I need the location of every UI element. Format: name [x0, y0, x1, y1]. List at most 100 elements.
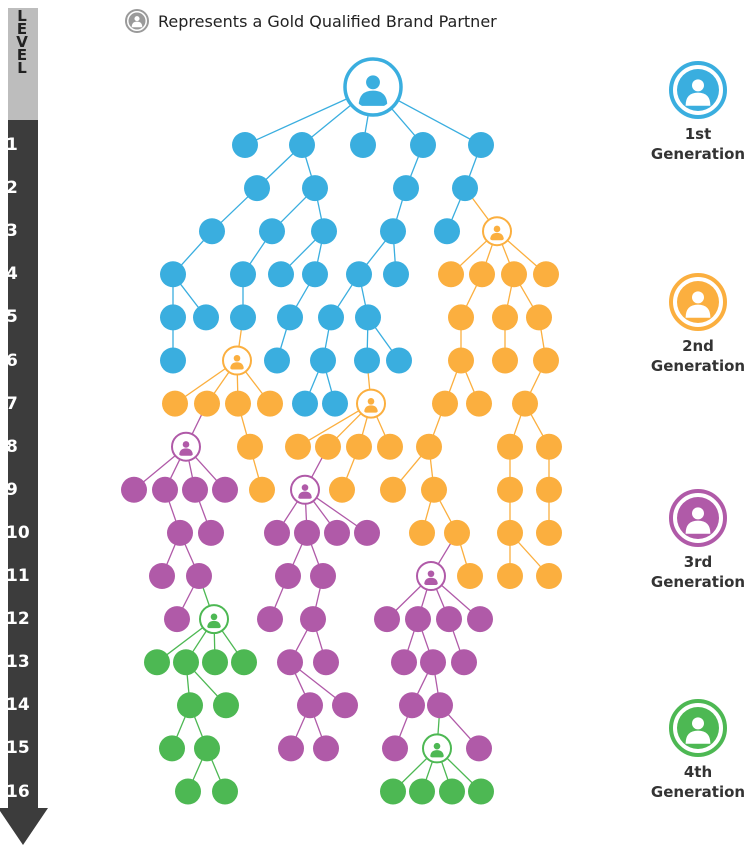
level-number: 6	[6, 350, 18, 371]
partner-node	[354, 519, 380, 546]
person-icon	[125, 9, 149, 33]
partner-node	[167, 519, 193, 546]
partner-node	[232, 132, 258, 158]
partner-node	[533, 261, 559, 288]
level-header-letter: E	[16, 46, 28, 64]
partner-node	[324, 519, 350, 546]
partner-node	[452, 175, 478, 202]
level-number: 14	[6, 695, 30, 716]
qualified-partner-node	[199, 604, 229, 635]
partner-node	[354, 347, 380, 374]
partner-node	[497, 433, 523, 460]
level-number: 4	[6, 264, 18, 285]
partner-node	[329, 476, 355, 503]
partner-node	[160, 261, 186, 288]
partner-node	[427, 692, 453, 719]
partner-node	[448, 304, 474, 331]
person-icon	[364, 398, 378, 413]
qualified-partner-node	[171, 431, 201, 462]
partner-node	[277, 304, 303, 331]
partner-node	[512, 390, 538, 417]
generation-ordinal: 1st	[684, 125, 712, 143]
generation-label: Generation	[650, 357, 746, 375]
generation-label: Generation	[650, 145, 746, 163]
level-number: 2	[6, 178, 18, 199]
level-number: 15	[6, 738, 30, 759]
person-icon	[207, 613, 221, 629]
partner-node	[257, 390, 283, 417]
partner-node	[409, 519, 435, 546]
partner-node	[322, 390, 348, 417]
partner-node	[409, 778, 435, 805]
partner-node	[383, 261, 409, 288]
person-icon	[298, 484, 312, 499]
partner-node	[536, 519, 562, 546]
level-bar	[8, 120, 38, 810]
partner-node	[468, 132, 494, 158]
partner-node	[257, 606, 283, 633]
partner-node	[533, 347, 559, 374]
partner-node	[259, 218, 285, 245]
partner-node	[438, 261, 464, 288]
generation-label: Generation	[650, 573, 746, 591]
partner-node	[439, 778, 465, 805]
partner-node	[285, 433, 311, 460]
partner-node	[297, 692, 323, 719]
qualified-partner-node	[290, 474, 320, 505]
partner-node	[318, 304, 344, 331]
person-icon	[230, 354, 244, 370]
partner-node	[302, 175, 328, 202]
partner-node	[386, 347, 412, 374]
partner-node	[237, 433, 263, 460]
person-icon	[430, 742, 444, 758]
level-number: 9	[6, 479, 18, 500]
partner-node	[294, 519, 320, 546]
person-icon	[669, 699, 727, 757]
partner-node	[277, 649, 303, 676]
partner-node	[355, 304, 381, 331]
partner-node	[289, 132, 315, 158]
partner-node	[350, 132, 376, 158]
partner-node	[159, 735, 185, 762]
partner-node	[186, 563, 212, 589]
partner-node	[536, 563, 562, 589]
partner-node	[230, 261, 256, 288]
partner-node	[346, 261, 372, 288]
qualified-partner-node	[222, 345, 252, 376]
level-number: 3	[6, 221, 18, 242]
partner-node	[230, 304, 256, 331]
partner-node	[231, 649, 257, 676]
level-number: 11	[6, 566, 30, 586]
level-axis	[0, 8, 48, 845]
partner-node	[420, 649, 446, 676]
level-arrow-down	[0, 808, 48, 845]
partner-node	[202, 649, 228, 676]
partner-node	[121, 476, 147, 503]
partner-node	[405, 606, 431, 633]
partner-node	[244, 175, 270, 202]
person-icon	[179, 441, 193, 456]
partner-node	[212, 778, 238, 805]
person-icon	[669, 489, 727, 547]
level-header-letter: E	[16, 20, 28, 38]
partner-node	[313, 735, 339, 762]
partner-node	[346, 433, 372, 460]
partner-node	[536, 476, 562, 503]
person-icon	[490, 225, 504, 241]
partner-node	[492, 347, 518, 374]
person-icon	[669, 61, 727, 119]
partner-node	[194, 390, 220, 417]
partner-node	[448, 347, 474, 374]
partner-node	[160, 347, 186, 374]
partner-node	[468, 778, 494, 805]
partner-node	[421, 476, 447, 503]
partner-node	[382, 735, 408, 762]
partner-node	[225, 390, 251, 417]
qualified-partner-node	[482, 216, 512, 247]
partner-node	[212, 476, 238, 503]
